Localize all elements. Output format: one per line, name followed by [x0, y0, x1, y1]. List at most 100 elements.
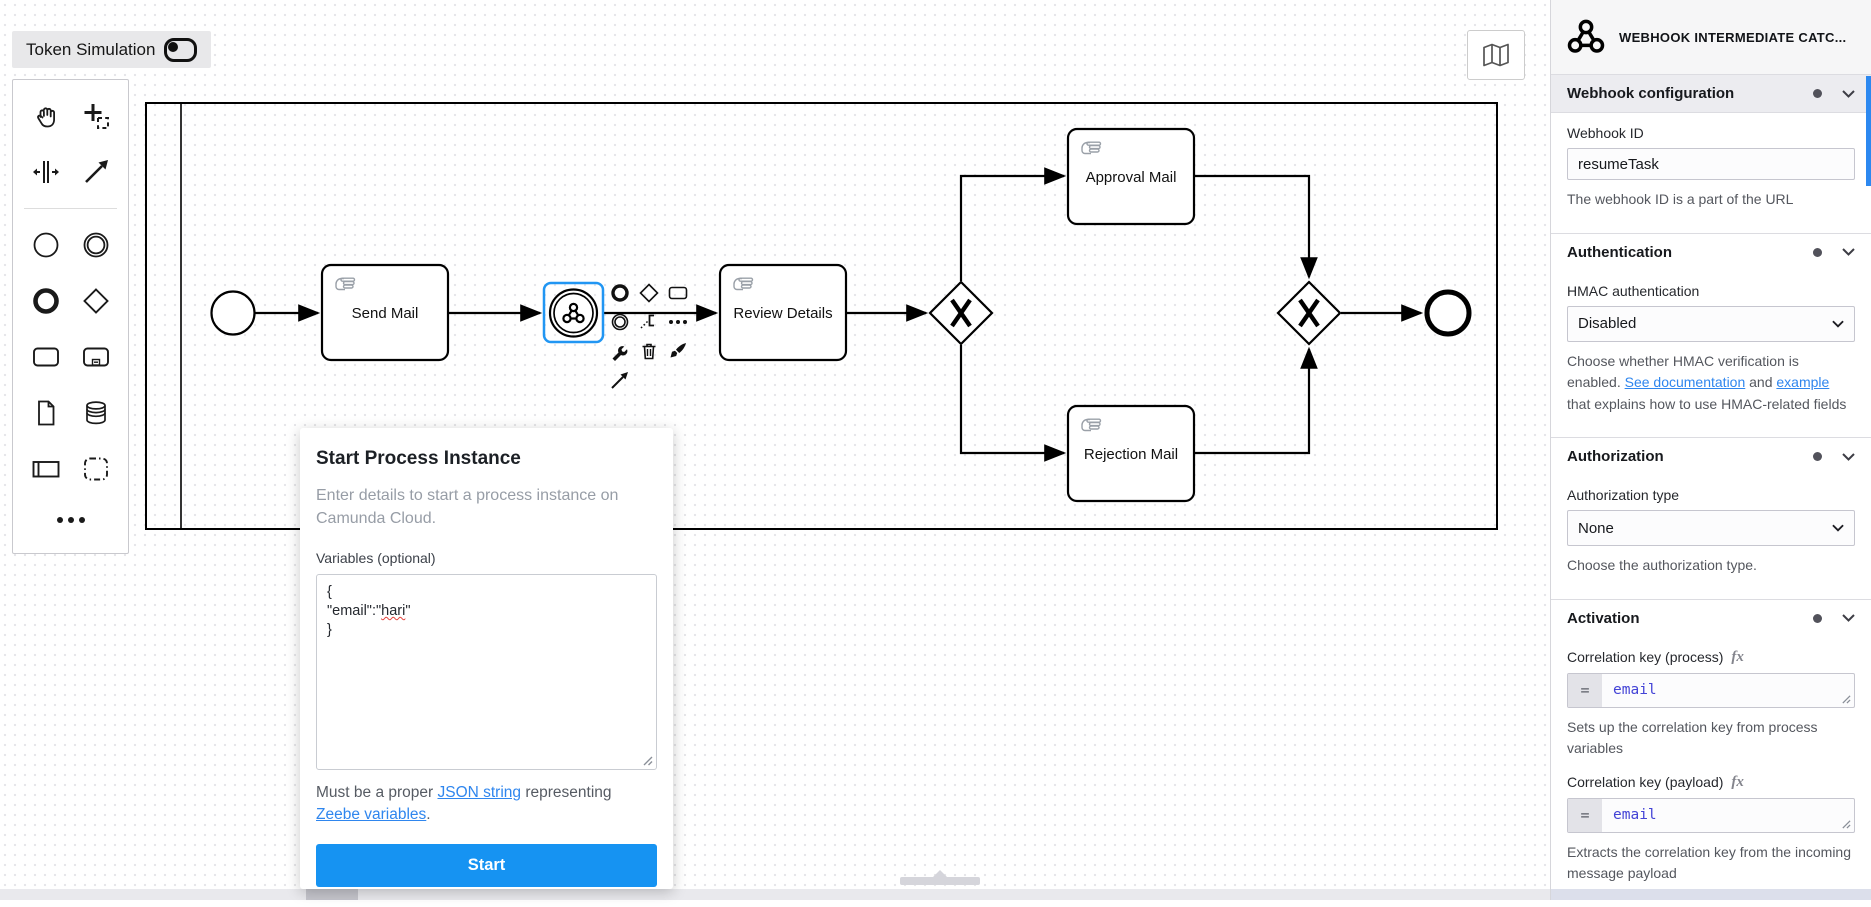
start-button[interactable]: Start [316, 844, 657, 887]
minimap-toggle-button[interactable] [1467, 30, 1525, 80]
palette-create-data-object[interactable] [21, 385, 71, 441]
task-label: Send Mail [352, 305, 419, 322]
task-rejection-mail[interactable]: Rejection Mail [1066, 404, 1196, 503]
palette-create-gateway[interactable] [71, 273, 121, 329]
trash-icon [642, 343, 656, 360]
hmac-help: Choose whether HMAC verification is enab… [1567, 351, 1855, 416]
context-append-intermediate-event[interactable] [609, 311, 631, 333]
feel-expression[interactable]: email [1613, 807, 1657, 823]
json-line: } [327, 622, 332, 638]
group-header-activation[interactable]: Activation [1551, 598, 1871, 637]
palette-create-task[interactable] [21, 329, 71, 385]
help-text: and [1745, 374, 1777, 390]
token-simulation-label: Token Simulation [26, 39, 156, 59]
context-append-gateway[interactable] [638, 282, 660, 304]
feel-expression[interactable]: email [1613, 682, 1657, 698]
exclusive-gateway-2[interactable] [1276, 280, 1342, 346]
start-event-node[interactable] [210, 290, 256, 336]
x-marker [1298, 298, 1320, 328]
resize-handle-icon[interactable] [1841, 694, 1851, 704]
task-review-details[interactable]: Review Details [718, 263, 848, 362]
wrench-icon [612, 346, 628, 361]
palette-create-intermediate-event[interactable] [71, 217, 121, 273]
feel-equals-prefix: = [1568, 673, 1602, 707]
json-string-link[interactable]: JSON string [437, 784, 522, 801]
example-link[interactable]: example [1776, 374, 1830, 390]
json-line: " [405, 603, 411, 619]
intermediate-event-icon [611, 313, 629, 331]
group-icon [83, 457, 108, 481]
palette-create-subprocess[interactable] [71, 329, 121, 385]
authorization-type-select[interactable]: None [1567, 510, 1855, 546]
sequence-flow[interactable] [1194, 174, 1318, 280]
group-header-authentication[interactable]: Authentication [1551, 232, 1871, 271]
palette-create-data-store[interactable] [71, 385, 121, 441]
group-data-dot [1813, 89, 1822, 98]
see-documentation-link[interactable]: See documentation [1624, 374, 1746, 390]
context-more-options[interactable] [667, 311, 689, 333]
palette-more-entries[interactable] [46, 497, 96, 543]
task-approval-mail[interactable]: Approval Mail [1066, 127, 1196, 226]
properties-panel-header: WEBHOOK INTERMEDIATE CATC... [1551, 0, 1871, 74]
start-process-instance-dialog: Start Process Instance Enter details to … [300, 428, 673, 889]
dialog-description: Enter details to start a process instanc… [316, 487, 619, 527]
webhook-id-input[interactable] [1567, 148, 1855, 180]
sequence-flow[interactable] [1194, 346, 1318, 455]
panel-bottom-strip [1551, 889, 1871, 900]
palette-create-end-event[interactable] [21, 273, 71, 329]
context-append-end-event[interactable] [609, 282, 631, 304]
help-text: Choose whether HMAC verification is enab… [1567, 352, 1799, 391]
task-send-mail[interactable]: Send Mail [320, 263, 450, 362]
context-set-color[interactable] [667, 340, 689, 362]
connect-arrow-icon [84, 160, 108, 183]
sequence-flow[interactable] [959, 167, 1067, 281]
properties-panel: WEBHOOK INTERMEDIATE CATC... Webhook con… [1550, 0, 1871, 900]
palette-global-connect-tool[interactable] [71, 144, 121, 200]
feel-fx-icon[interactable]: fx [1731, 648, 1744, 665]
help-text: Must be a proper [316, 784, 438, 801]
context-delete[interactable] [638, 340, 660, 362]
scrollbar-thumb[interactable] [306, 889, 358, 900]
feel-fx-icon[interactable]: fx [1731, 773, 1744, 790]
log-drawer-handle[interactable] [900, 870, 980, 885]
end-event-node[interactable] [1424, 289, 1472, 337]
context-append-task[interactable] [667, 282, 689, 304]
selection-outline [542, 281, 605, 344]
panel-scrollbar-thumb[interactable] [1866, 76, 1871, 186]
variables-textarea[interactable]: { "email":"hari" } [316, 574, 657, 770]
bpmn-canvas[interactable]: Send Mail Review Details Approval Mail [0, 0, 1550, 900]
group-body-activation: Correlation key (process) fx = email Set… [1551, 637, 1871, 907]
hmac-authentication-select[interactable]: Disabled [1567, 305, 1855, 342]
token-simulation-toggle[interactable]: Token Simulation [12, 31, 212, 68]
palette-space-tool[interactable] [21, 144, 71, 200]
group-header-authorization[interactable]: Authorization [1551, 437, 1871, 475]
webhook-icon [1567, 19, 1605, 53]
context-connect-tool[interactable] [609, 369, 631, 391]
palette-hand-tool[interactable] [21, 88, 71, 144]
help-text: . [426, 806, 431, 823]
webhook-intermediate-catch-event[interactable] [542, 281, 605, 344]
palette-create-group[interactable] [71, 441, 121, 497]
palette-create-start-event[interactable] [21, 217, 71, 273]
group-header-webhook-configuration[interactable]: Webhook configuration [1551, 74, 1871, 113]
participant-pool[interactable] [145, 102, 1498, 530]
exclusive-gateway-1[interactable] [928, 280, 994, 346]
context-change-type[interactable] [609, 340, 631, 362]
field-label-text: Correlation key (payload) [1567, 774, 1724, 790]
bpmn-diagram[interactable]: Send Mail Review Details Approval Mail [0, 0, 1550, 900]
palette-create-participant[interactable] [21, 441, 71, 497]
sequence-flow[interactable] [959, 345, 1067, 462]
group-title: Authorization [1567, 448, 1664, 465]
resize-handle-icon[interactable] [642, 755, 653, 766]
tool-palette[interactable] [12, 79, 129, 554]
canvas-horizontal-scrollbar[interactable] [0, 889, 1550, 900]
correlation-key-payload-input[interactable]: = email [1567, 797, 1855, 833]
text-annotation-icon [640, 314, 654, 329]
context-append-text-annotation[interactable] [638, 311, 660, 333]
task-label: Approval Mail [1086, 169, 1177, 186]
correlation-key-process-input[interactable]: = email [1567, 672, 1855, 708]
resize-handle-icon[interactable] [1841, 819, 1851, 829]
context-pad[interactable] [609, 282, 705, 398]
zeebe-variables-link[interactable]: Zeebe variables [316, 806, 427, 823]
palette-lasso-tool[interactable] [71, 88, 121, 144]
